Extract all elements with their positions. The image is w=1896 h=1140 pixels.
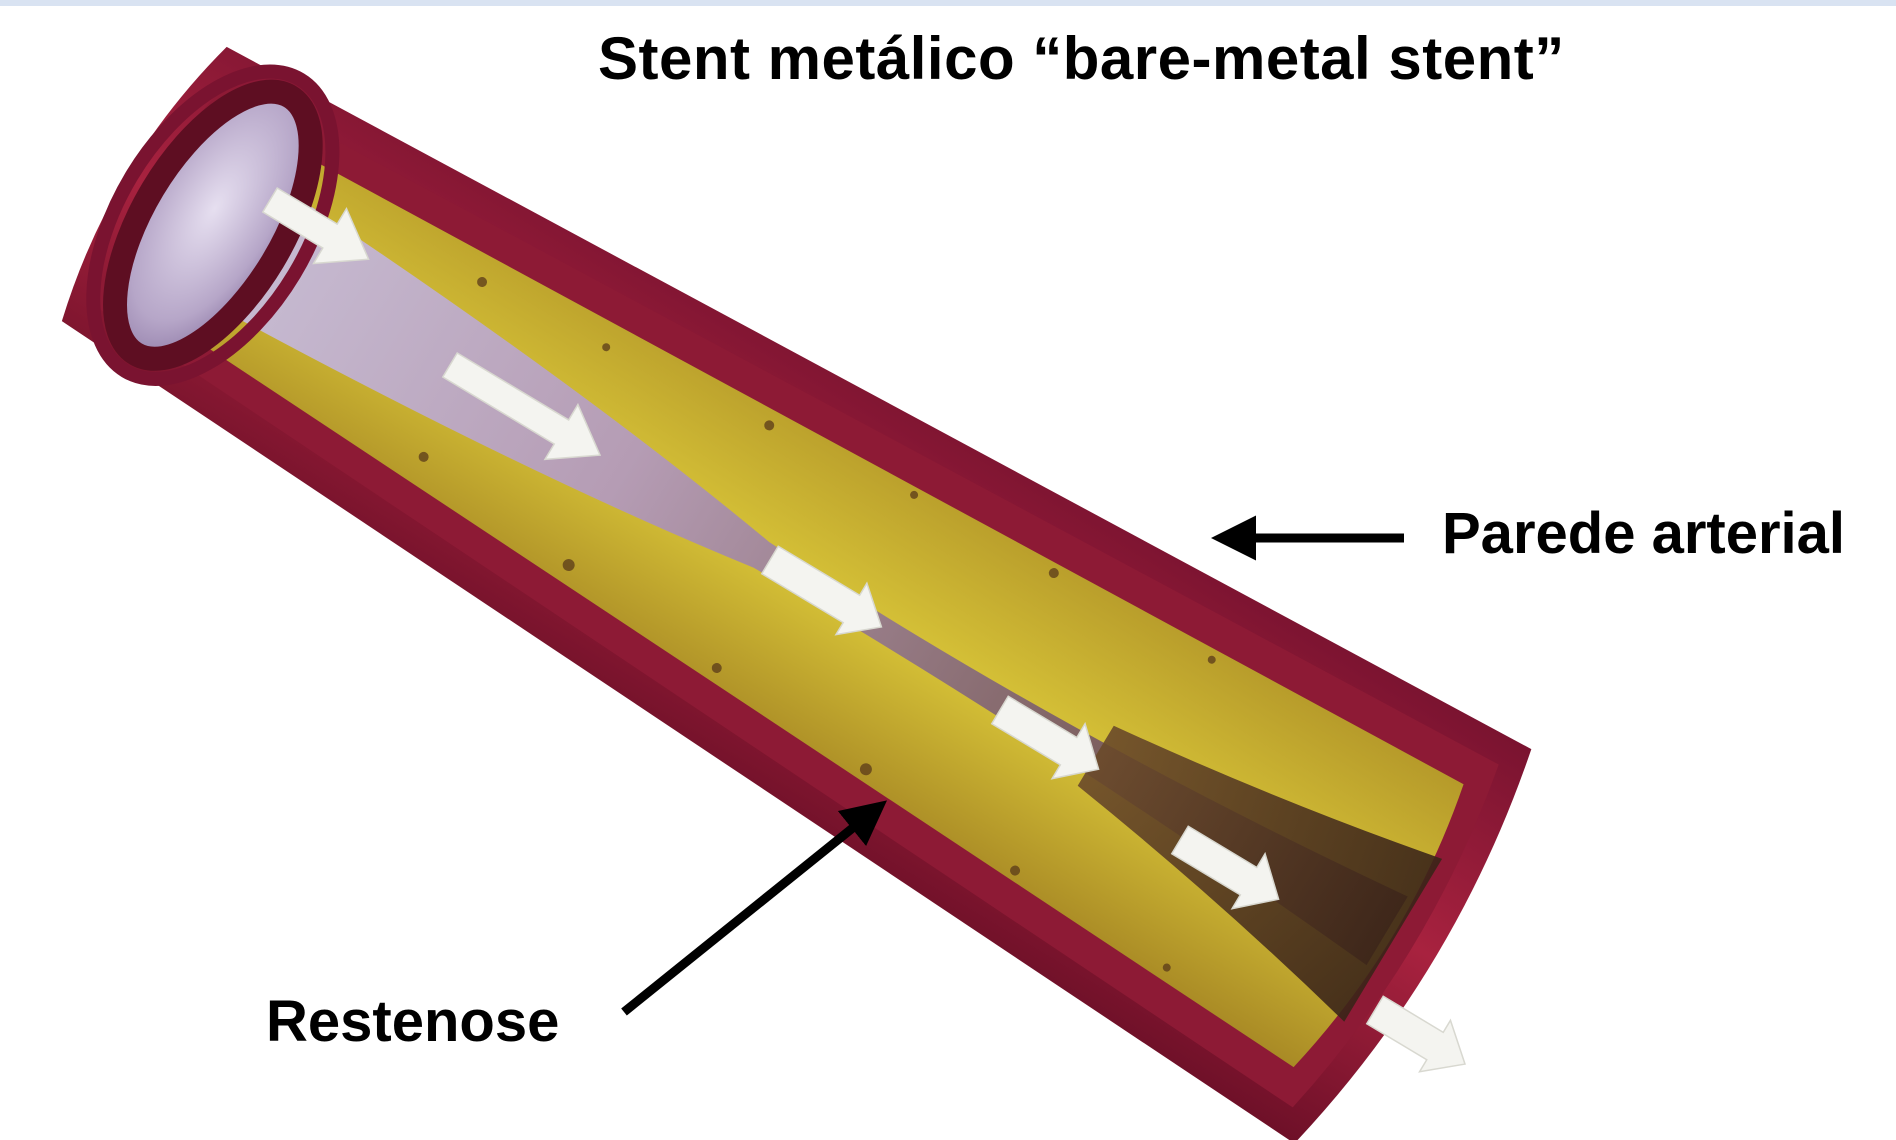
diagram-title: Stent metálico “bare-metal stent” [598,24,1565,93]
arterial-wall-label: Parede arterial [1442,500,1845,567]
restenosis-label: Restenose [266,988,559,1055]
pointer-arrow-icon [624,806,880,1012]
